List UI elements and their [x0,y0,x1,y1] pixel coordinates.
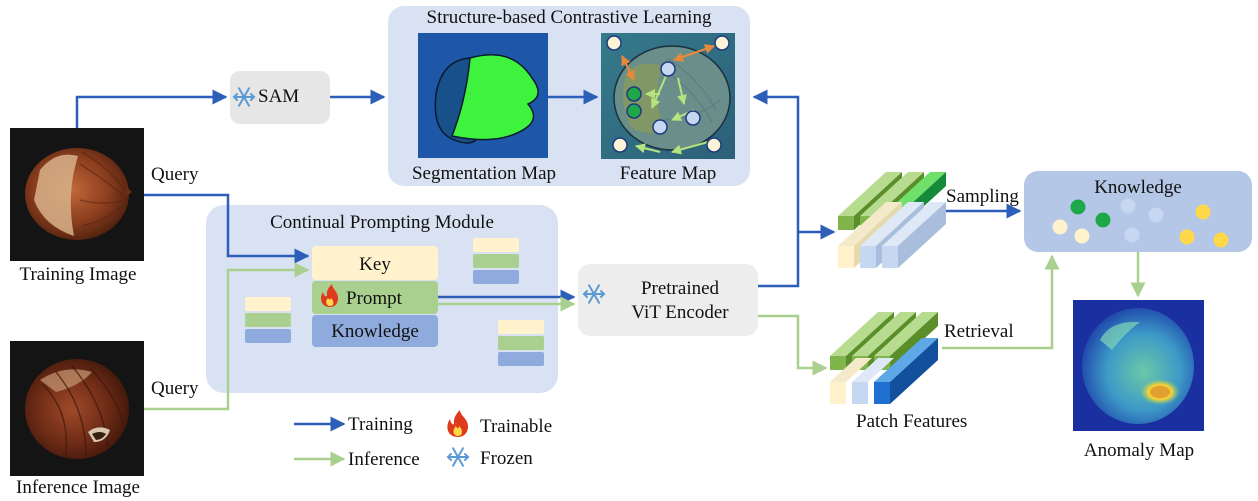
knowledge-bank-dots [1052,198,1229,248]
anomaly-map [1073,300,1204,431]
training-image-label: Training Image [19,264,137,285]
cpm-title: Continual Prompting Module [270,212,494,233]
flame-icon [321,284,339,307]
sam-label: SAM [258,86,300,107]
prompt-pool-stack [498,320,544,366]
inference-image [10,341,144,476]
query-label-top: Query [151,164,199,185]
feature-map [601,33,735,159]
feature-row [830,358,872,404]
patch-features-label: Patch Features [856,411,968,432]
knowledge-label: Knowledge [331,321,419,342]
training-arrows [75,89,1022,305]
retrieval-label: Retrieval [944,321,1014,342]
encoder-box [578,264,758,336]
inference-arrows [144,252,1146,411]
knowledge-bank-title: Knowledge [1094,177,1182,198]
prompt-label: Prompt [346,288,402,309]
knowledge-block [312,315,438,347]
encoder-label-line1: Pretrained [640,278,720,299]
key-block [312,246,438,280]
key-label: Key [359,254,391,275]
feature-map-label: Feature Map [619,163,717,184]
feature-row-anomalous [874,338,938,404]
query-label-bottom: Query [151,378,199,399]
anomaly-map-label: Anomaly Map [1083,440,1195,461]
flame-icon [447,410,469,437]
legend-frozen-label: Frozen [480,448,533,469]
sampling-label: Sampling [946,186,1019,207]
snowflake-icon [232,87,256,107]
legend-trainable-label: Trainable [480,416,553,437]
feature-row [882,202,946,268]
feature-blocks-training [838,172,946,268]
inference-image-label: Inference Image [16,477,140,498]
snowflake-icon [582,284,606,304]
prompt-pool-stack [245,297,291,343]
training-image [10,128,144,261]
feature-row [852,358,894,404]
prompt-pool-stack [473,238,519,284]
scl-title: Structure-based Contrastive Learning [426,7,712,28]
encoder-label-line2: ViT Encoder [631,302,729,323]
legend-training-label: Training [348,414,413,435]
segmentation-map [418,33,548,158]
snowflake-icon [446,447,470,467]
segmentation-map-label: Segmentation Map [411,163,557,184]
feature-blocks-patch [830,312,938,404]
legend-inference-label: Inference [348,449,420,470]
